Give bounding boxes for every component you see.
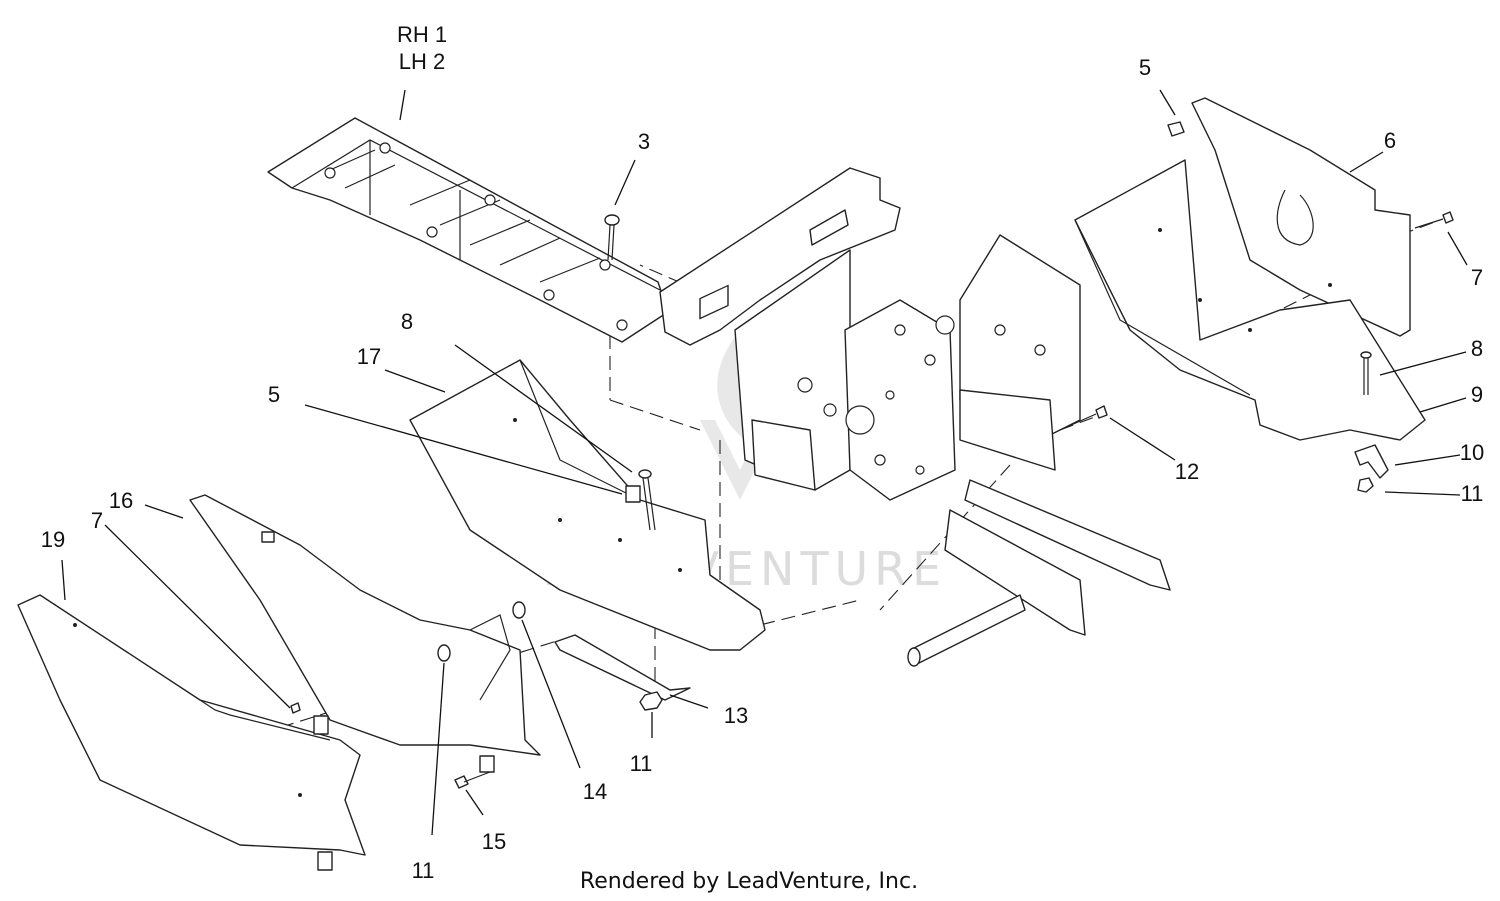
bolt-8-left [638, 469, 656, 531]
washer-14 [512, 601, 526, 619]
bracket-13 [554, 634, 691, 701]
callout-7-right: 7 [1471, 265, 1483, 290]
bolt-15 [454, 771, 491, 789]
clip-5-left [625, 485, 641, 503]
callout-8-right: 8 [1471, 336, 1483, 361]
callout-15: 15 [482, 829, 506, 854]
leader-lines [61, 89, 1468, 836]
nut-11-right [1357, 477, 1374, 493]
clip-10 [1354, 444, 1389, 479]
callout-7-left: 7 [91, 508, 103, 533]
rear-cover-6 [1191, 97, 1411, 337]
main-frame [659, 167, 1171, 667]
floor-pan-9 [1074, 159, 1426, 441]
callout-rh-1: RH 1 [397, 22, 447, 47]
bolt-7-right [1414, 211, 1454, 229]
nut-11-bottom [437, 644, 451, 662]
footwell-pan-17 [409, 359, 766, 651]
callout-17: 17 [357, 344, 381, 369]
bolt-8-right [1360, 351, 1372, 395]
callout-16: 16 [109, 488, 133, 513]
footer-credit: Rendered by LeadVenture, Inc. [580, 869, 918, 894]
callout-3: 3 [638, 129, 650, 154]
side-panel-19 [17, 594, 366, 871]
callout-10: 10 [1460, 440, 1484, 465]
clip-5-top [1167, 121, 1185, 137]
foot-plate [267, 117, 669, 343]
fender-panel-16 [189, 494, 541, 773]
callout-19: 19 [41, 527, 65, 552]
callout-6: 6 [1384, 128, 1396, 153]
callout-5-top: 5 [1139, 55, 1151, 80]
bolt-12 [1059, 405, 1108, 431]
bolt-7-left [290, 702, 301, 714]
callout-9: 9 [1471, 382, 1483, 407]
callout-lh-2: LH 2 [399, 49, 445, 74]
callout-11-mid: 11 [630, 751, 653, 776]
nut-11-mid [639, 691, 663, 711]
callout-12: 12 [1175, 459, 1199, 484]
callout-5-left: 5 [268, 382, 280, 407]
callout-8-left: 8 [401, 309, 413, 334]
callout-13: 13 [724, 703, 748, 728]
carriage-bolt-3 [604, 214, 620, 261]
callout-labels: RH 1 LH 2 3 5 6 7 8 9 10 11 12 8 17 5 16… [41, 22, 1484, 883]
callout-11-right: 11 [1461, 481, 1484, 506]
callout-14: 14 [583, 779, 607, 804]
callout-11-bottom: 11 [412, 858, 435, 883]
